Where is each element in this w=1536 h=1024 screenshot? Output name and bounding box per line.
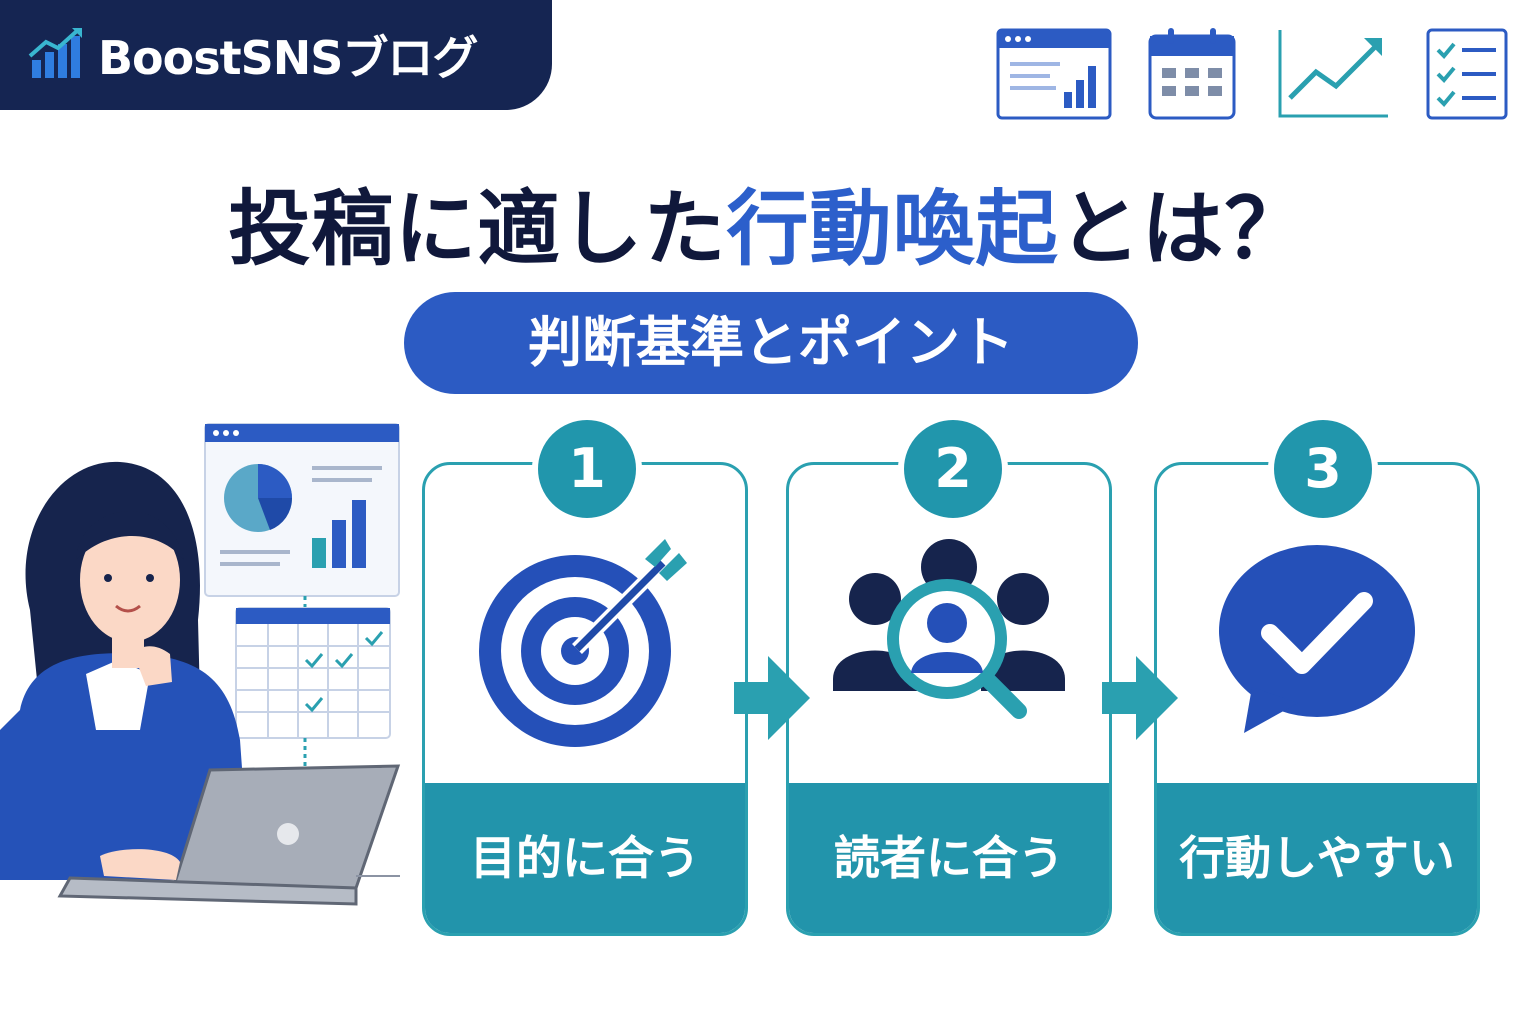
- dashboard-card-icon: [204, 423, 400, 597]
- page-title: 投稿に適した行動喚起とは？: [0, 162, 1536, 281]
- arrow-right-icon: [1102, 656, 1178, 740]
- step-number-3: 3: [1268, 414, 1378, 524]
- calendar-grid-icon: [235, 607, 391, 739]
- brand-name: BoostSNSブログ: [98, 31, 478, 85]
- checklist-icon: [1426, 28, 1508, 120]
- step-card-3: 行動しやすい: [1154, 462, 1480, 936]
- arrow-right-icon: [734, 656, 810, 740]
- trend-chart-icon: [1278, 30, 1388, 118]
- step-card-2: 読者に合う: [786, 462, 1112, 936]
- step-card-1: 目的に合う: [422, 462, 748, 936]
- dashboard-window-icon: [996, 28, 1112, 120]
- subtitle-pill: 判断基準とポイント: [404, 292, 1138, 394]
- check-speech-bubble-icon: [1219, 545, 1415, 733]
- bar-chart-logo-icon: [28, 28, 82, 78]
- step-number-1: 1: [532, 414, 642, 524]
- brand-banner: BoostSNSブログ: [0, 0, 552, 110]
- step-label-1: 目的に合う: [425, 783, 745, 933]
- step-label-2: 読者に合う: [789, 783, 1109, 933]
- target-icon: [479, 539, 687, 747]
- calendar-icon: [1148, 28, 1236, 120]
- title-accent: 行動喚起: [726, 182, 1059, 277]
- step-number-2: 2: [898, 414, 1008, 524]
- audience-search-icon: [833, 539, 1065, 719]
- title-part-1: 投稿に適した: [228, 182, 727, 277]
- step-label-3: 行動しやすい: [1157, 783, 1477, 933]
- title-part-2: とは？: [1058, 182, 1308, 277]
- person-at-laptop-illustration: [0, 423, 401, 906]
